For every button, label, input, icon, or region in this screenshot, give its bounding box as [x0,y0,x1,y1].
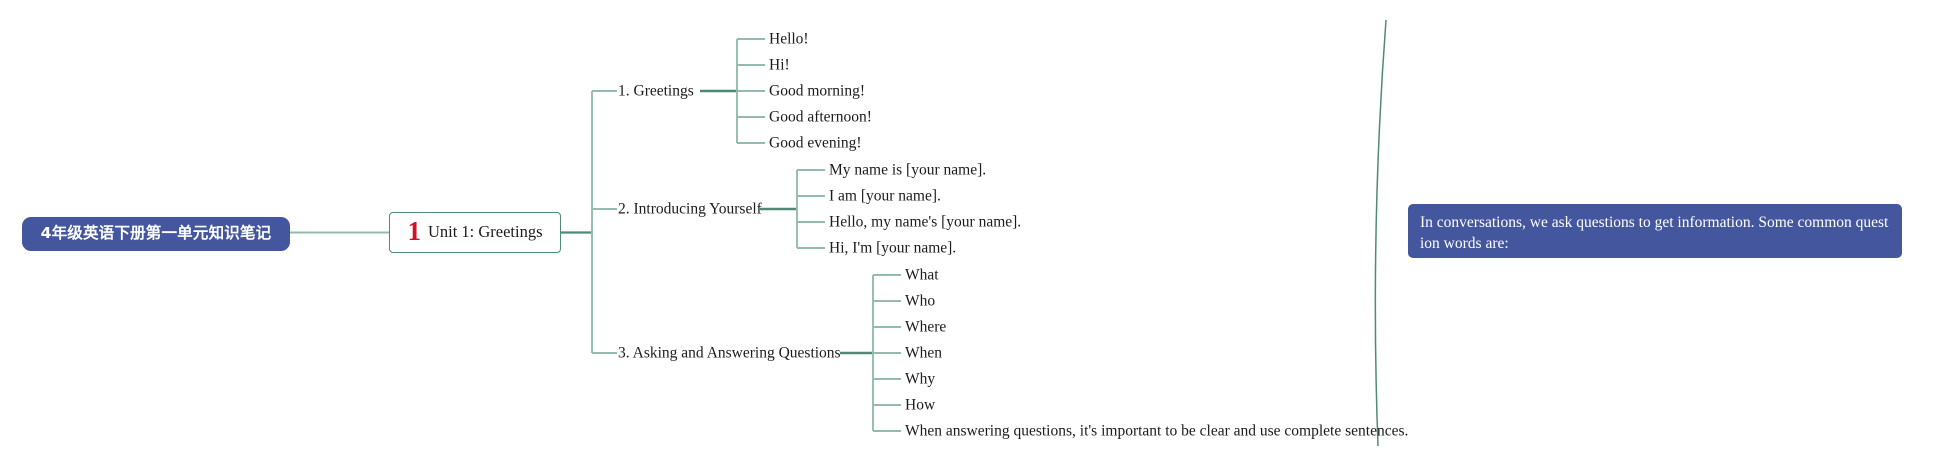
leaf-label[interactable]: Why [905,370,936,388]
leaf-label[interactable]: My name is [your name]. [829,161,987,179]
leaf-label[interactable]: Good evening! [769,134,862,152]
leaf-label[interactable]: Where [905,318,947,336]
branch-label-1[interactable]: 1. Greetings [618,82,694,100]
leaf-label[interactable]: Hi, I'm [your name]. [829,239,957,257]
leaf-label[interactable]: Hello! [769,30,809,48]
leaf-label[interactable]: I am [your name]. [829,187,941,205]
branch-label-3[interactable]: 3. Asking and Answering Questions [618,344,841,362]
leaf-label[interactable]: Good afternoon! [769,108,872,126]
curved-divider-line [1374,19,1387,447]
callout-note[interactable]: In conversations, we ask questions to ge… [1408,204,1902,258]
leaf-label[interactable]: Good morning! [769,82,866,100]
leaf-label[interactable]: Hi! [769,56,790,74]
unit-node[interactable]: 1 Unit 1: Greetings [389,212,561,253]
unit-node-label: Unit 1: Greetings [427,222,543,242]
callout-note-text: In conversations, we ask questions to ge… [1420,214,1889,252]
leaf-label[interactable]: What [905,266,939,284]
root-node-label: 4年级英语下册第一单元知识笔记 [40,224,272,243]
branch-label-2[interactable]: 2. Introducing Yourself [618,200,762,218]
leaf-label[interactable]: How [905,396,936,414]
leaf-label[interactable]: When answering questions, it's important… [905,422,1409,440]
root-node[interactable]: 4年级英语下册第一单元知识笔记 [22,217,290,251]
leaf-label[interactable]: Who [905,292,936,310]
leaf-label[interactable]: When [905,344,943,362]
leaf-label[interactable]: Hello, my name's [your name]. [829,213,1022,231]
unit-number-icon: 1 [407,216,421,246]
